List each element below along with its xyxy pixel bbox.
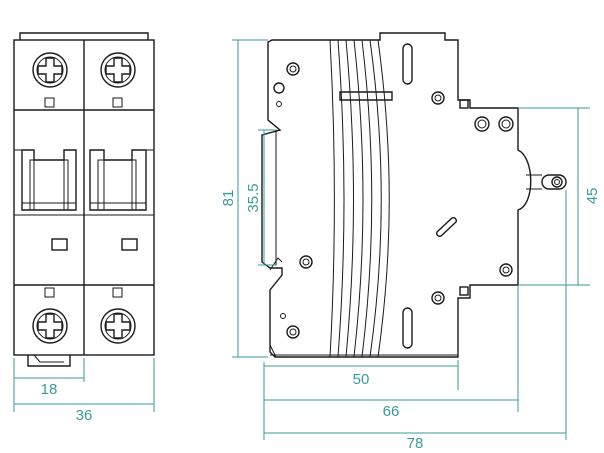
dimension-50: 50	[263, 360, 459, 440]
dimension-36: 36	[13, 358, 155, 424]
status-window-left	[51, 238, 68, 251]
side-view: 81 35.5 45 50 66	[220, 32, 601, 452]
dim-label-36: 36	[76, 407, 93, 424]
dimension-78: 78	[264, 190, 567, 452]
dimension-45: 45	[518, 107, 601, 286]
dim-label-66: 66	[383, 403, 400, 420]
dim-label-50: 50	[353, 371, 370, 388]
status-window-right	[121, 238, 138, 251]
dimension-18: 18	[13, 358, 85, 398]
din-clip-front	[27, 355, 71, 367]
dimension-35-5: 35.5	[245, 129, 276, 266]
dimension-81: 81	[220, 39, 268, 358]
dim-label-18: 18	[41, 381, 58, 398]
dim-label-78: 78	[407, 435, 424, 452]
front-view: 18 36	[13, 32, 155, 424]
terminal-screw-top-right	[100, 52, 136, 88]
terminal-screw-bottom-left	[32, 308, 68, 344]
side-curved-slot	[436, 217, 457, 237]
terminal-screw-bottom-right	[100, 308, 136, 344]
side-rivets	[273, 62, 514, 339]
terminal-screw-top-left	[32, 52, 68, 88]
side-housing	[261, 32, 532, 358]
dimension-66: 66	[264, 285, 519, 420]
side-toggle	[526, 174, 567, 190]
side-slot-top	[402, 43, 413, 85]
toggle-lever-left	[21, 149, 77, 211]
dim-label-81: 81	[220, 190, 237, 207]
dim-label-45: 45	[584, 188, 601, 205]
side-ribs	[329, 39, 393, 358]
side-slot-bottom	[402, 307, 413, 349]
toggle-lever-right	[89, 149, 147, 211]
dim-label-35-5: 35.5	[245, 183, 262, 212]
